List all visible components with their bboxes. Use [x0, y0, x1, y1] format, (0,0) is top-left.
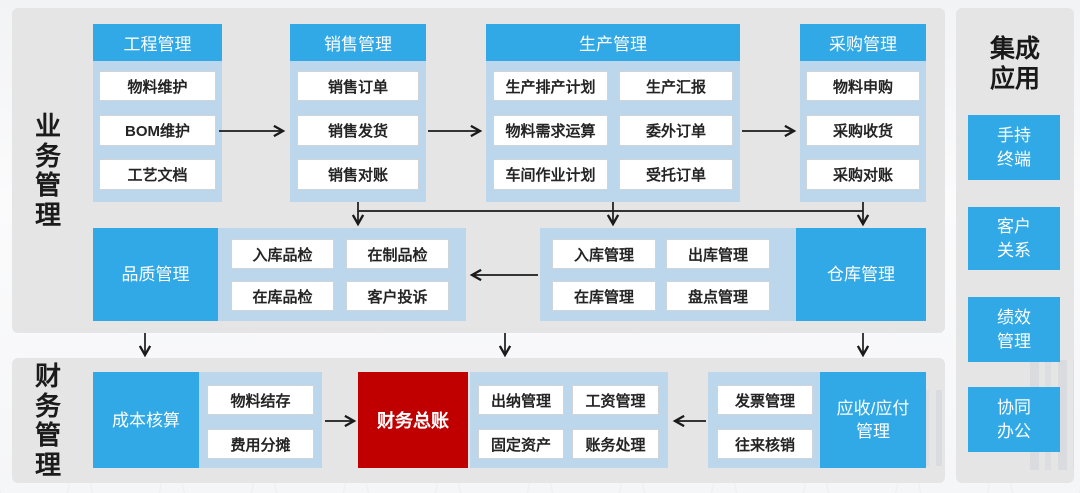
finance-section-label: 财务管理 [34, 361, 61, 480]
cost-item: 费用分摊 [207, 429, 314, 459]
engineering-item: 物料维护 [99, 71, 216, 101]
warehouse-item: 入库管理 [552, 239, 656, 269]
warehouse-item: 出库管理 [666, 239, 770, 269]
production-item: 受托订单 [619, 159, 733, 190]
accounting-item: 工资管理 [572, 385, 659, 415]
arap-item: 往来核销 [717, 429, 813, 459]
warehouse-item: 在库管理 [552, 281, 656, 311]
sales-item: 销售对账 [297, 159, 419, 190]
column-sales-header: 销售管理 [290, 24, 426, 61]
arap-management-box: 应收/应付管理 [820, 372, 926, 468]
warehouse-management-box: 仓库管理 [796, 228, 926, 321]
arap-management-label: 应收/应付管理 [836, 399, 910, 441]
quality-item: 在库品检 [231, 281, 334, 311]
purchasing-item: 采购收货 [806, 115, 920, 146]
business-section-label: 业务管理 [34, 111, 61, 230]
sales-item: 销售订单 [297, 71, 419, 101]
warehouse-item: 盘点管理 [666, 281, 770, 311]
column-purchasing-header: 采购管理 [800, 24, 926, 61]
integration-title: 集成应用 [989, 35, 1040, 93]
quality-item: 客户投诉 [346, 281, 449, 311]
production-item: 生产排产计划 [493, 71, 608, 101]
engineering-item: BOM维护 [99, 115, 216, 146]
engineering-item: 工艺文档 [99, 159, 216, 190]
integration-item-performance: 绩效管理 [968, 297, 1060, 362]
integration-item-handheld: 手持终端 [968, 115, 1060, 180]
general-ledger-box: 财务总账 [358, 372, 468, 468]
sales-item: 销售发货 [297, 115, 419, 146]
accounting-item: 出纳管理 [478, 385, 564, 415]
integration-item-crm: 客户关系 [968, 207, 1060, 270]
production-item: 委外订单 [619, 115, 733, 146]
quality-management-box: 品质管理 [93, 228, 218, 321]
column-engineering-header: 工程管理 [93, 24, 222, 61]
accounting-item: 账务处理 [572, 429, 659, 459]
cost-accounting-box: 成本核算 [93, 372, 199, 468]
column-production-header: 生产管理 [486, 24, 740, 61]
quality-item: 入库品检 [231, 239, 334, 269]
production-item: 生产汇报 [619, 71, 733, 101]
production-item: 物料需求运算 [493, 115, 608, 146]
production-item: 车间作业计划 [493, 159, 608, 190]
purchasing-item: 物料申购 [806, 71, 920, 101]
accounting-item: 固定资产 [478, 429, 564, 459]
integration-item-oa: 协同办公 [968, 387, 1060, 452]
cost-item: 物料结存 [207, 385, 314, 415]
purchasing-item: 采购对账 [806, 159, 920, 190]
quality-item: 在制品检 [346, 239, 449, 269]
arap-item: 发票管理 [717, 385, 813, 415]
